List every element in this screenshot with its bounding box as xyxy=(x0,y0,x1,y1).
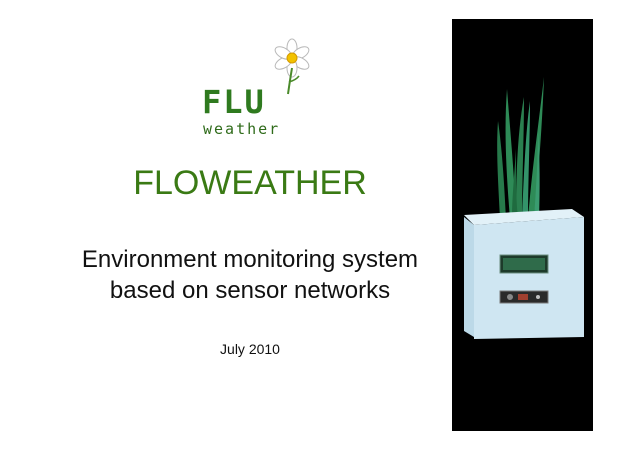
logo-wordmark: FLU xyxy=(202,83,266,121)
plant-leaves xyxy=(497,77,544,219)
device-illustration xyxy=(452,19,593,431)
floweather-logo: FLU weather xyxy=(200,36,310,146)
subtitle-line-1: Environment monitoring system xyxy=(81,246,419,273)
slide-date: July 2010 xyxy=(220,341,280,357)
daisy-flower-icon xyxy=(274,38,310,95)
logo-tagline: weather xyxy=(203,120,281,138)
subtitle-line-2: based on sensor networks xyxy=(109,277,391,304)
slide-title: FLOWEATHER xyxy=(133,164,367,202)
slide-subtitle: Environment monitoring system based on s… xyxy=(50,244,450,306)
device-photo xyxy=(452,19,593,431)
